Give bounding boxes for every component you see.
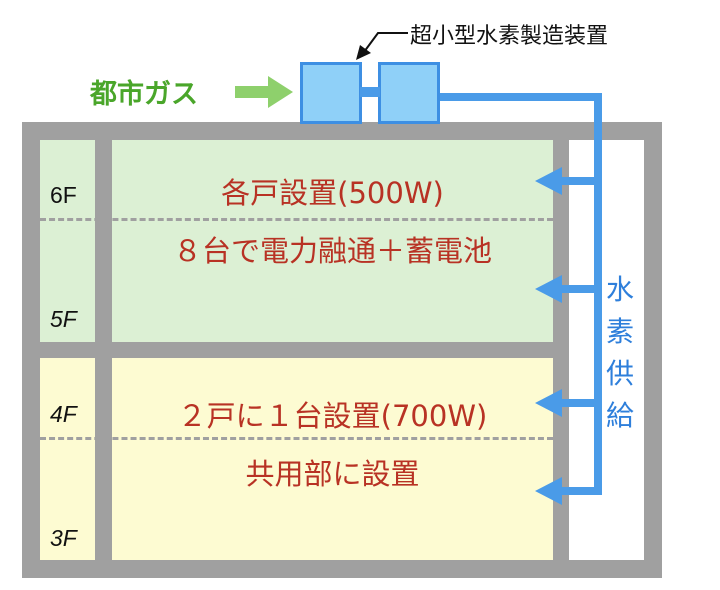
floor-column-upper	[40, 140, 95, 342]
lower-panel-line-2: 共用部に設置	[245, 457, 420, 491]
city-gas-label: 都市ガス	[90, 79, 198, 110]
device-label: 超小型水素製造装置	[410, 24, 609, 49]
lower-floors-panel	[112, 358, 553, 560]
upper-floors-panel	[112, 140, 553, 342]
pointer-arrow-line	[363, 32, 408, 53]
gas-arrow-shaft	[235, 86, 271, 98]
supply-arrow-icon	[535, 167, 562, 195]
floor-label-5f: 5F	[50, 306, 77, 332]
supply-arrow-icon	[535, 477, 562, 505]
shaft-label-char-2: 素	[605, 315, 634, 348]
floor-column-lower	[40, 358, 95, 560]
floor-divider-6f-5f	[40, 218, 553, 221]
device-connector-pipe	[360, 87, 380, 97]
floor-divider-4f-3f	[40, 437, 553, 440]
pointer-arrow-icon	[356, 45, 371, 60]
gas-arrow-icon	[268, 76, 293, 108]
floor-label-6f: 6F	[50, 182, 77, 208]
supply-arrow-icon	[535, 275, 562, 303]
hydrogen-main-pipe	[440, 93, 602, 495]
lower-panel-line-1: ２戸に１台設置(700W)	[177, 399, 488, 433]
shaft-label-char-4: 給	[605, 399, 634, 432]
supply-arrow-icon	[535, 389, 562, 417]
shaft-label-char-3: 供	[605, 357, 634, 390]
upper-panel-line-2: ８台で電力融通＋蓄電池	[172, 234, 492, 268]
floor-label-3f: 3F	[50, 525, 77, 551]
shaft-label-char-1: 水	[605, 273, 634, 306]
upper-panel-line-1: 各戸設置(500W)	[221, 176, 444, 210]
floor-label-4f: 4F	[50, 401, 77, 427]
